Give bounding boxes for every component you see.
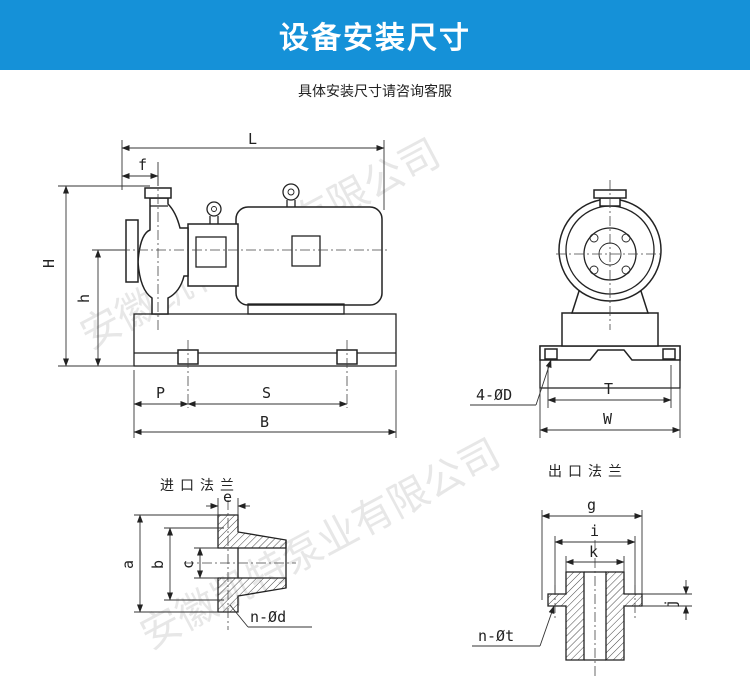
dimension-label-B: B <box>260 413 269 431</box>
dimension-label-g: g <box>587 496 596 514</box>
outlet-flange-title: 出口法兰 <box>548 464 628 480</box>
dimension-label-W: W <box>603 410 613 428</box>
dimension-label-t: n-Øt <box>478 627 514 645</box>
dimension-label-S: S <box>262 384 271 402</box>
page-title: 设备安装尺寸 <box>279 21 471 56</box>
dimension-label-j: j <box>662 599 680 608</box>
dimension-label-H: H <box>40 259 58 268</box>
subtitle: 具体安装尺寸请咨询客服 <box>298 84 452 100</box>
dimension-label-i: i <box>590 522 599 540</box>
pump-side-view <box>120 176 397 408</box>
dimension-label-D: 4-ØD <box>476 386 512 404</box>
dimension-label-watermark: 安徽凯特泵业有限公司 <box>133 430 508 658</box>
side-view-dimensions: L f H h P S B <box>40 130 397 438</box>
inlet-flange-title: 进口法兰 <box>160 478 240 494</box>
title-banner: 设备安装尺寸 <box>0 0 750 70</box>
dimension-label-h: h <box>75 294 93 303</box>
dimension-label-b: b <box>149 560 167 569</box>
pump-front-view <box>539 180 681 389</box>
dimension-label-c: c <box>179 560 197 569</box>
outlet-flange-dimensions: g i k j n-Øt <box>472 496 692 647</box>
dimension-label-f: f <box>138 156 147 174</box>
dimension-label-T: T <box>604 380 613 398</box>
dimension-label-a: a <box>119 560 137 569</box>
inlet-flange-dimensions: a b c e n-Ød <box>119 488 312 628</box>
dimension-label-L: L <box>248 130 257 148</box>
dimension-label-P: P <box>156 384 165 402</box>
dimension-label-d: n-Ød <box>250 608 286 626</box>
front-view-dimensions: T W 4-ØD <box>470 359 681 438</box>
dimension-label-k: k <box>589 543 598 561</box>
dimension-label-e: e <box>223 488 232 506</box>
